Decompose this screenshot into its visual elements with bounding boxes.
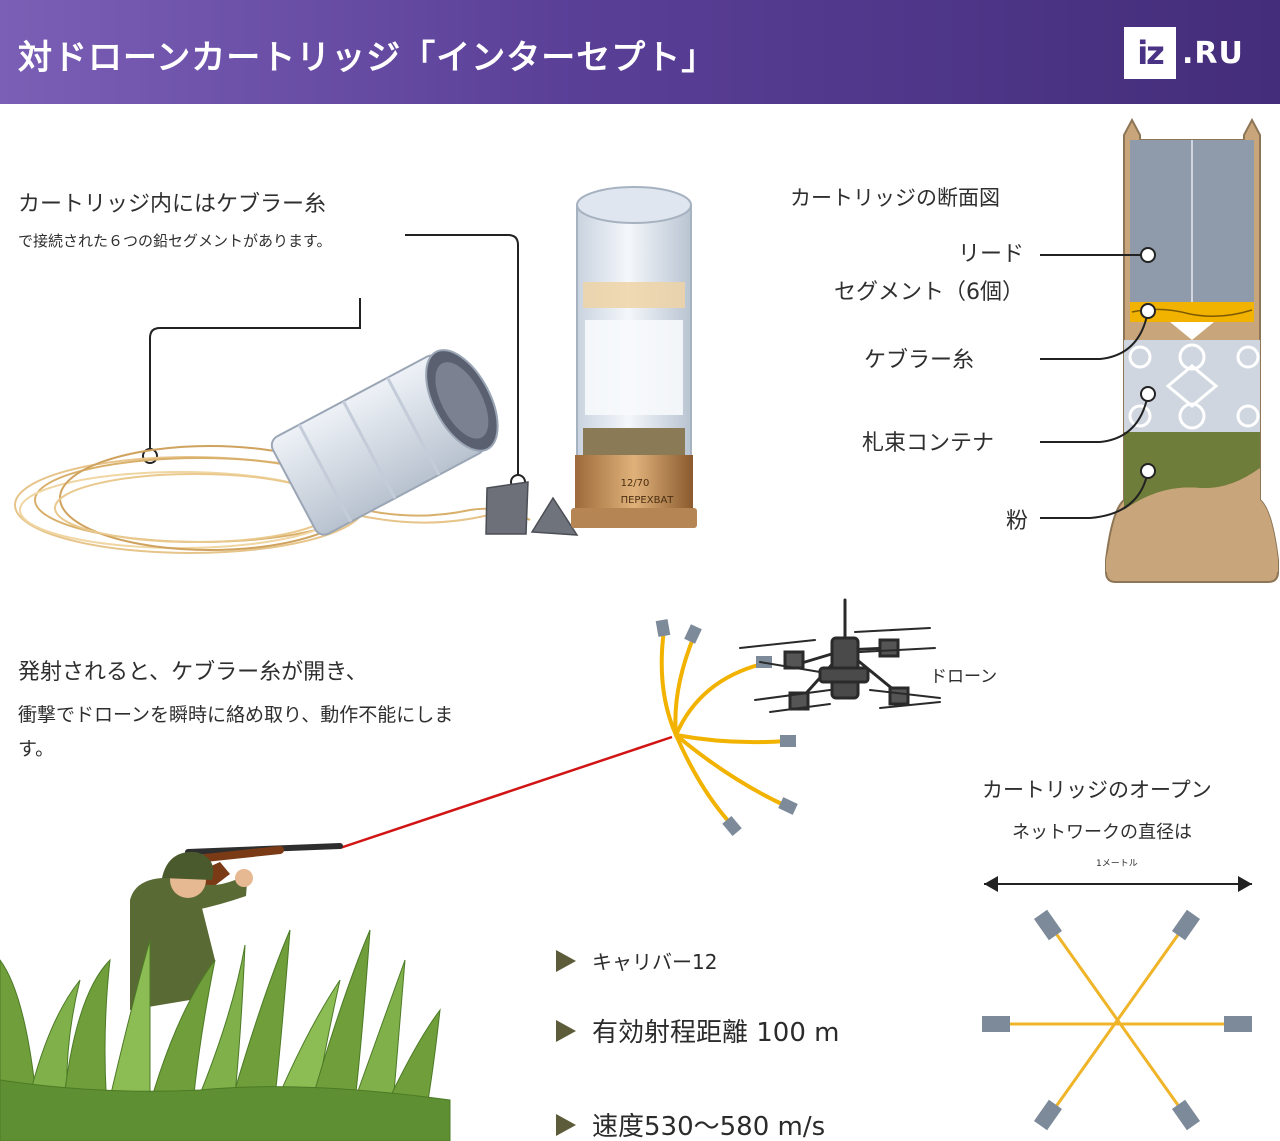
intro-callout-lines [149, 234, 519, 482]
intro-line-1: カートリッジ内にはケブラー糸 [18, 192, 327, 217]
open-net-diagram [982, 876, 1252, 1131]
label-container: 札束コンテナ [861, 431, 994, 456]
expanding-net [659, 628, 788, 826]
lead-segment-cube [485, 481, 529, 535]
label-powder: 粉 [1005, 509, 1028, 534]
header-banner: 対ドローンカートリッジ「インターセプト」 iz .RU [0, 0, 1280, 104]
cartridge-caliber-marking: 12/70 [621, 478, 650, 489]
label-lead: リード [957, 242, 1024, 267]
net-open-subtitle: ネットワークの直径は [1012, 822, 1192, 843]
net-open-title: カートリッジのオープン [982, 778, 1212, 802]
spec-text: キャリバー12 [592, 950, 718, 974]
spec-item-range: 有効射程距離 100 m [556, 1012, 839, 1049]
launch-line-2: 衝撃でドローンを瞬時に絡め取り、動作不能にします。 [18, 704, 454, 760]
cartridge-photo: 12/70 ПЕРЕХВАТ [571, 186, 697, 528]
drone-illustration [739, 598, 941, 713]
logo-box: iz [1124, 27, 1176, 79]
triangle-marker-icon [556, 1019, 576, 1042]
laser-beam [339, 735, 673, 850]
drone-label: ドローン [930, 667, 998, 687]
cross-section-dots [1140, 247, 1156, 479]
label-kevlar: ケブラー糸 [863, 348, 974, 373]
cross-section-leaders [1040, 254, 1149, 519]
cartridge-cross-section [1105, 117, 1279, 583]
net-weights [655, 619, 798, 836]
triangle-marker-icon [556, 949, 576, 972]
lead-segment-wedge [530, 496, 579, 536]
iz-ru-logo[interactable]: iz .RU [1124, 26, 1244, 80]
net-diameter-label: 1メートル [1096, 859, 1138, 869]
intro-line-2: で接続された６つの鉛セグメントがあります。 [18, 232, 332, 250]
spec-text: 速度530〜580 m/s [592, 1112, 826, 1141]
page-title: 対ドローンカートリッジ「インターセプト」 [18, 38, 717, 78]
cartridge-name-marking: ПЕРЕХВАТ [621, 495, 675, 506]
spec-item-caliber: キャリバー12 [556, 946, 717, 975]
triangle-marker-icon [556, 1113, 576, 1136]
cross-section-title: カートリッジの断面図 [790, 186, 1000, 210]
grass-foreground [0, 929, 451, 1141]
label-segments: セグメント（6個） [834, 280, 1024, 305]
spec-text: 有効射程距離 100 m [592, 1018, 840, 1048]
spec-item-speed: 速度530〜580 m/s [556, 1106, 825, 1141]
logo-text: .RU [1182, 35, 1244, 71]
soldier-illustration [130, 843, 343, 1010]
opened-shot-container [270, 349, 499, 536]
launch-line-1: 発射されると、ケブラー糸が開き、 [18, 660, 368, 685]
